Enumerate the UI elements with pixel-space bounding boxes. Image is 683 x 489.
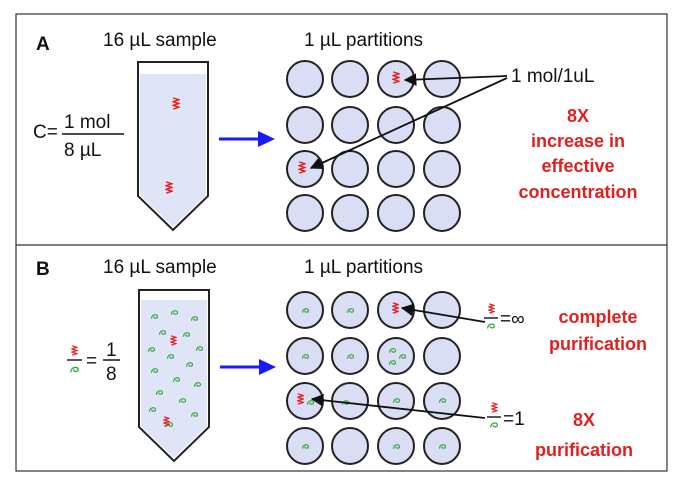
partition-well	[423, 337, 461, 375]
callout-a-arrow-top	[403, 73, 508, 86]
partition-well	[286, 194, 324, 232]
partition-well	[377, 150, 415, 188]
partition-well	[331, 106, 369, 144]
panel-a-callout: 1 mol/1uL	[511, 66, 594, 87]
partition-well	[423, 150, 461, 188]
arrow-b	[220, 359, 276, 375]
panel-a-conc-prefix: C=	[33, 122, 58, 143]
wells-b	[286, 291, 461, 465]
panel-a-partitions-label: 1 µL partitions	[304, 30, 423, 51]
tube-a	[137, 61, 209, 232]
callout-a-arrow-bottom	[309, 77, 508, 169]
partition-well	[286, 291, 324, 329]
panel-b-ratio: = 1 8	[67, 340, 120, 385]
partition-well	[286, 382, 324, 420]
panel-b: B 16 µL sample 1 µL partitions = 1 8	[36, 257, 647, 465]
partition-well	[423, 291, 461, 329]
partition-well	[286, 60, 324, 98]
partition-well	[423, 427, 461, 465]
panel-a-result: 8X increase in effective concentration	[518, 106, 637, 202]
target-molecule-icon	[71, 345, 78, 356]
panel-b-letter: B	[36, 259, 50, 280]
partition-well	[423, 106, 461, 144]
panel-a-result-line: 8X	[567, 106, 589, 126]
panel-b-callout1-line: purification	[549, 334, 647, 354]
panel-a-result-line: increase in	[531, 131, 625, 151]
contaminant-molecule-icon	[70, 366, 79, 373]
panel-b-callout2-line: 8X	[573, 410, 595, 430]
partition-well	[331, 194, 369, 232]
partition-well	[286, 150, 324, 188]
panel-b-callout1-line: complete	[558, 307, 637, 327]
panel-b-ratio-numerator: 1	[106, 340, 117, 361]
partition-well	[331, 337, 369, 375]
panel-b-ratio-denominator: 8	[106, 364, 117, 385]
contaminant-molecule-icon	[487, 323, 495, 330]
target-molecule-icon	[491, 402, 498, 413]
panel-a-letter: A	[36, 34, 50, 55]
partition-well	[331, 291, 369, 329]
figure-border	[15, 13, 668, 472]
panel-a: A 16 µL sample 1 µL partitions C= 1 mol …	[33, 30, 638, 232]
partition-well	[286, 427, 324, 465]
panel-a-sample-label: 16 µL sample	[103, 30, 217, 51]
contaminant-molecule-icon	[490, 422, 498, 429]
partition-well	[286, 106, 324, 144]
partition-well	[331, 427, 369, 465]
arrow-a	[219, 131, 275, 147]
partition-well	[286, 337, 324, 375]
tube-b	[138, 289, 210, 463]
panel-a-conc-numerator: 1 mol	[64, 112, 110, 133]
target-molecule-icon	[488, 303, 495, 314]
panel-b-callout2-value: =1	[503, 409, 525, 430]
panel-b-callout1-value: =∞	[500, 309, 525, 330]
panel-a-conc-denominator: 8 µL	[64, 140, 101, 161]
panel-a-result-line: effective	[541, 156, 614, 176]
callout-b1-arrow	[400, 303, 486, 323]
panel-a-result-line: concentration	[518, 182, 637, 202]
panel-b-callout1: complete purification	[549, 307, 647, 354]
partition-well	[377, 194, 415, 232]
callout-b2-arrow	[310, 393, 486, 419]
panel-b-callout2: 8X purification	[535, 410, 633, 460]
partition-well	[377, 337, 415, 375]
partition-well	[331, 60, 369, 98]
panel-b-sample-label: 16 µL sample	[103, 257, 217, 278]
wells-a	[286, 60, 461, 232]
partition-well	[377, 427, 415, 465]
panel-b-partitions-label: 1 µL partitions	[304, 257, 423, 278]
panel-b-ratio-equals: =	[86, 351, 97, 372]
panel-b-callout2-line: purification	[535, 440, 633, 460]
partition-well	[423, 194, 461, 232]
partition-well	[377, 106, 415, 144]
